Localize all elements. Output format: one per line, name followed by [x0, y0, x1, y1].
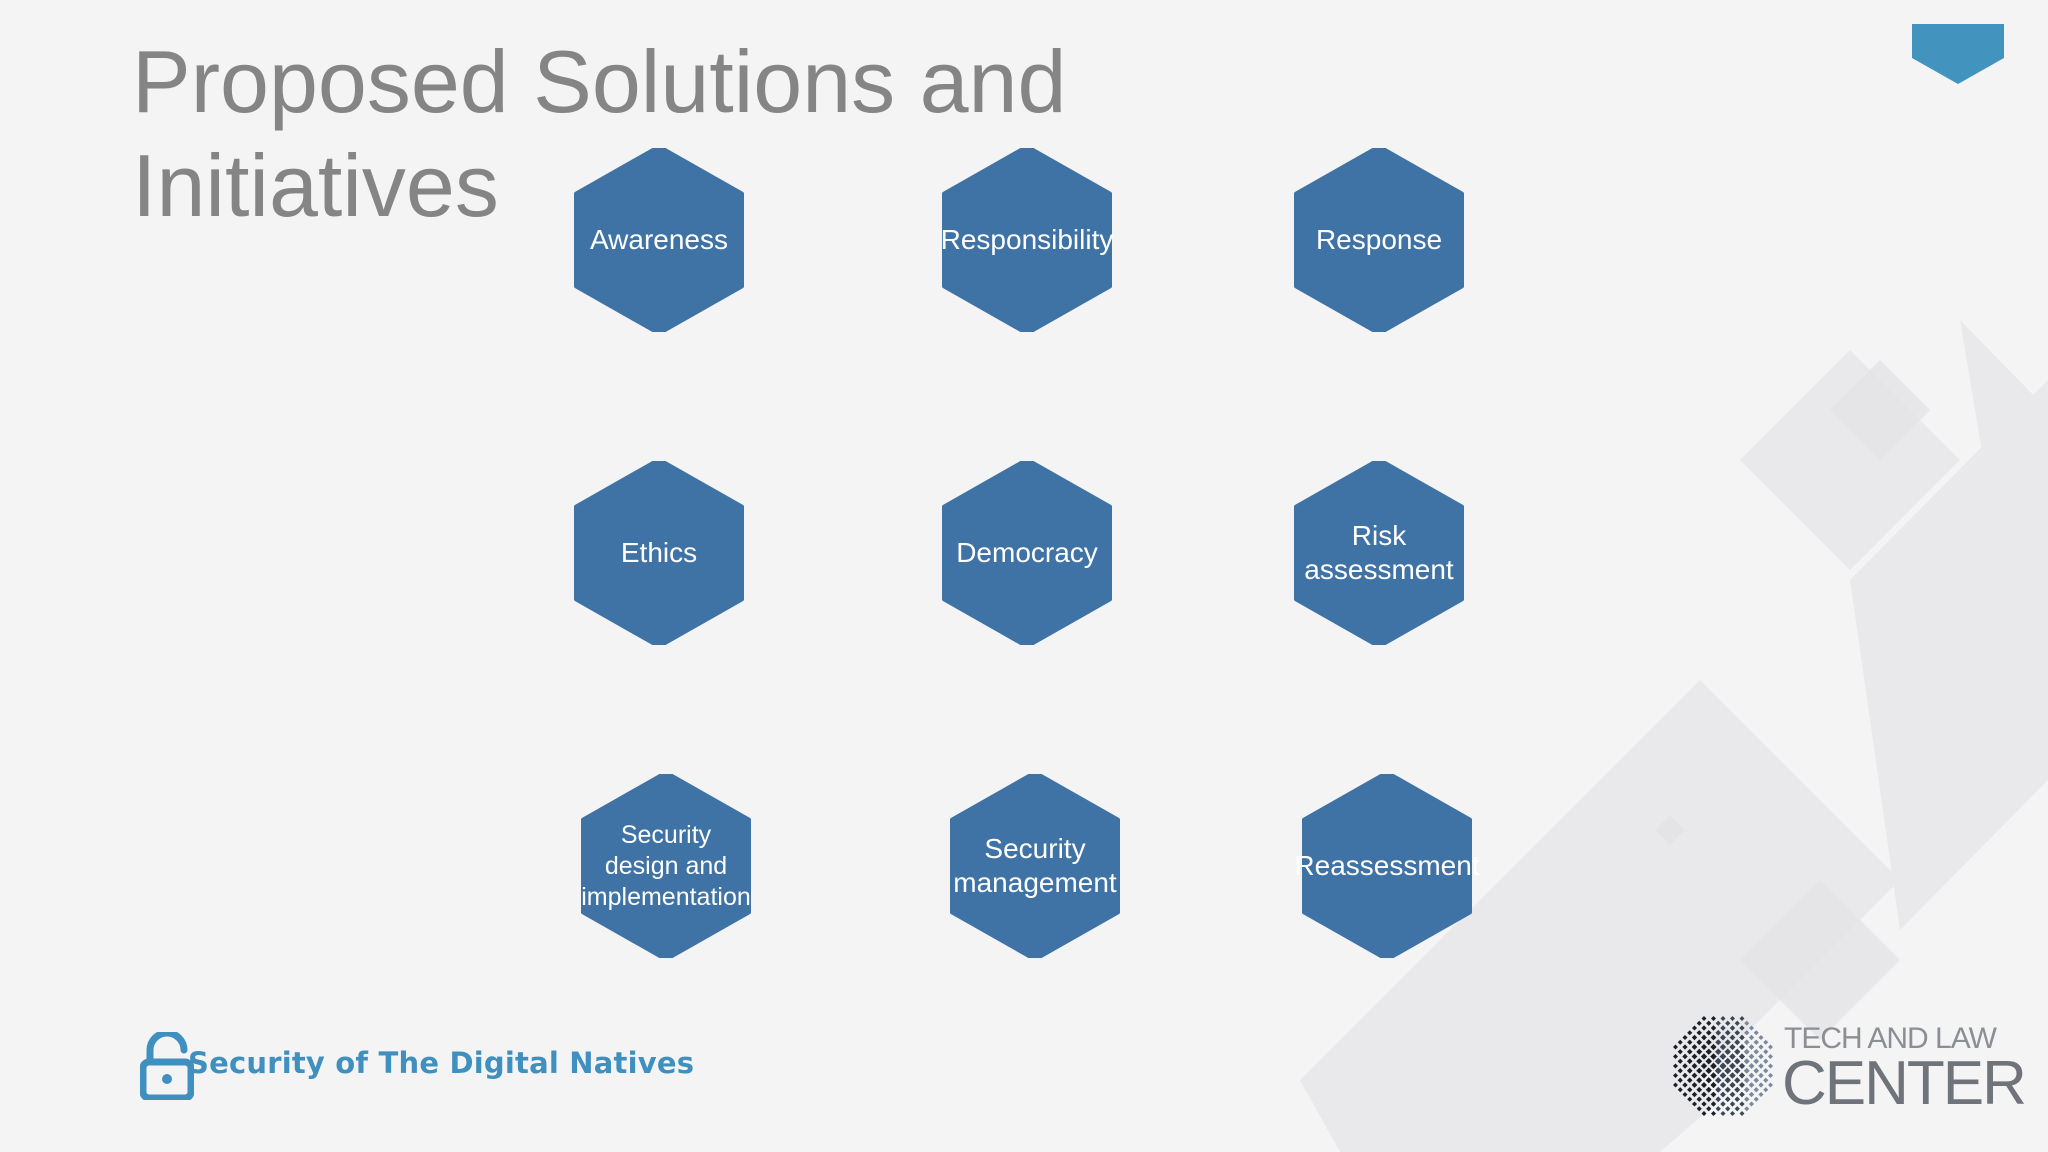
- lock-open-icon: [140, 1032, 194, 1100]
- corner-tab-icon: [1912, 24, 2004, 84]
- logo-line2: CENTER: [1782, 1049, 2027, 1118]
- hexagon-label: Awareness: [589, 224, 728, 255]
- hexagon-label: Responsibility: [940, 224, 1114, 255]
- hexagon-label: Ethics: [620, 537, 698, 568]
- hexagon-response: Response: [1294, 148, 1464, 332]
- hexagon-security-management: Security management: [950, 774, 1120, 958]
- slide-title: Proposed Solutions and Initiatives: [132, 32, 1067, 235]
- logo-line1: TECH AND LAW: [1784, 1022, 1997, 1055]
- hexagon-label: Risk assessment: [1304, 520, 1454, 585]
- hexagon-label: Security design and implementation: [581, 820, 751, 911]
- footer-brand-text: Security of The Digital Natives: [188, 1046, 695, 1080]
- hexagon-label: Democracy: [956, 537, 1098, 568]
- globe-icon: [1672, 1015, 1774, 1117]
- hexagon-label: Security management: [953, 833, 1117, 898]
- hexagon-responsibility: Responsibility: [941, 148, 1113, 332]
- hexagon-label: Reassessment: [1294, 850, 1480, 881]
- tech-and-law-center-logo: TECH AND LAW CENTER: [1664, 1002, 2027, 1130]
- hexagon-security-design: Security design and implementation: [581, 774, 751, 958]
- footer-brand: Security of The Digital Natives: [140, 1030, 694, 1102]
- hexagon-label: Response: [1315, 224, 1443, 255]
- hexagon-ethics: Ethics: [574, 461, 744, 645]
- hexagon-awareness: Awareness: [574, 148, 744, 332]
- hexagon-reassessment: Reassessment: [1294, 774, 1480, 958]
- hexagon-risk-assessment: Risk assessment: [1294, 461, 1464, 645]
- hexagon-democracy: Democracy: [942, 461, 1112, 645]
